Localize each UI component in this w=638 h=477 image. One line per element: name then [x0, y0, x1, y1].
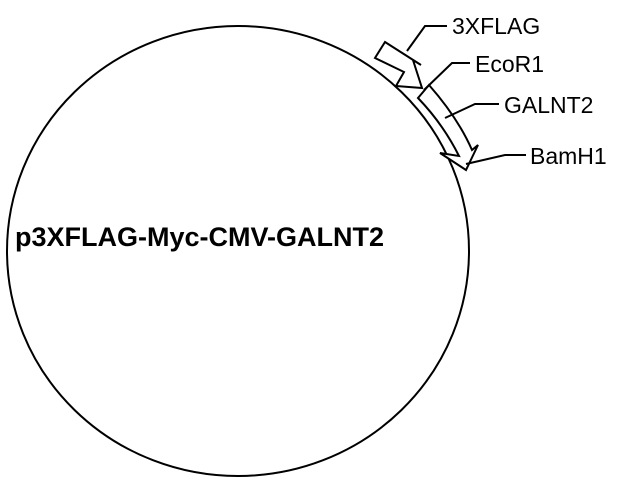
bamh1-label: BamH1 [530, 143, 607, 169]
galnt2-leader-line [444, 103, 499, 119]
galnt2-label: GALNT2 [504, 92, 593, 118]
plasmid-backbone [6, 25, 470, 477]
3xflag-feature-arrow [373, 40, 424, 90]
bamh1-leader-line [465, 154, 526, 165]
3xflag-leader-line [406, 25, 447, 52]
ecor1-label: EcoR1 [475, 51, 544, 77]
3xflag-label: 3XFLAG [452, 13, 540, 39]
ecor1-leader-line [423, 62, 470, 91]
plasmid-name: p3XFLAG-Myc-CMV-GALNT2 [15, 222, 384, 252]
galnt2-feature-arrow [416, 83, 479, 172]
